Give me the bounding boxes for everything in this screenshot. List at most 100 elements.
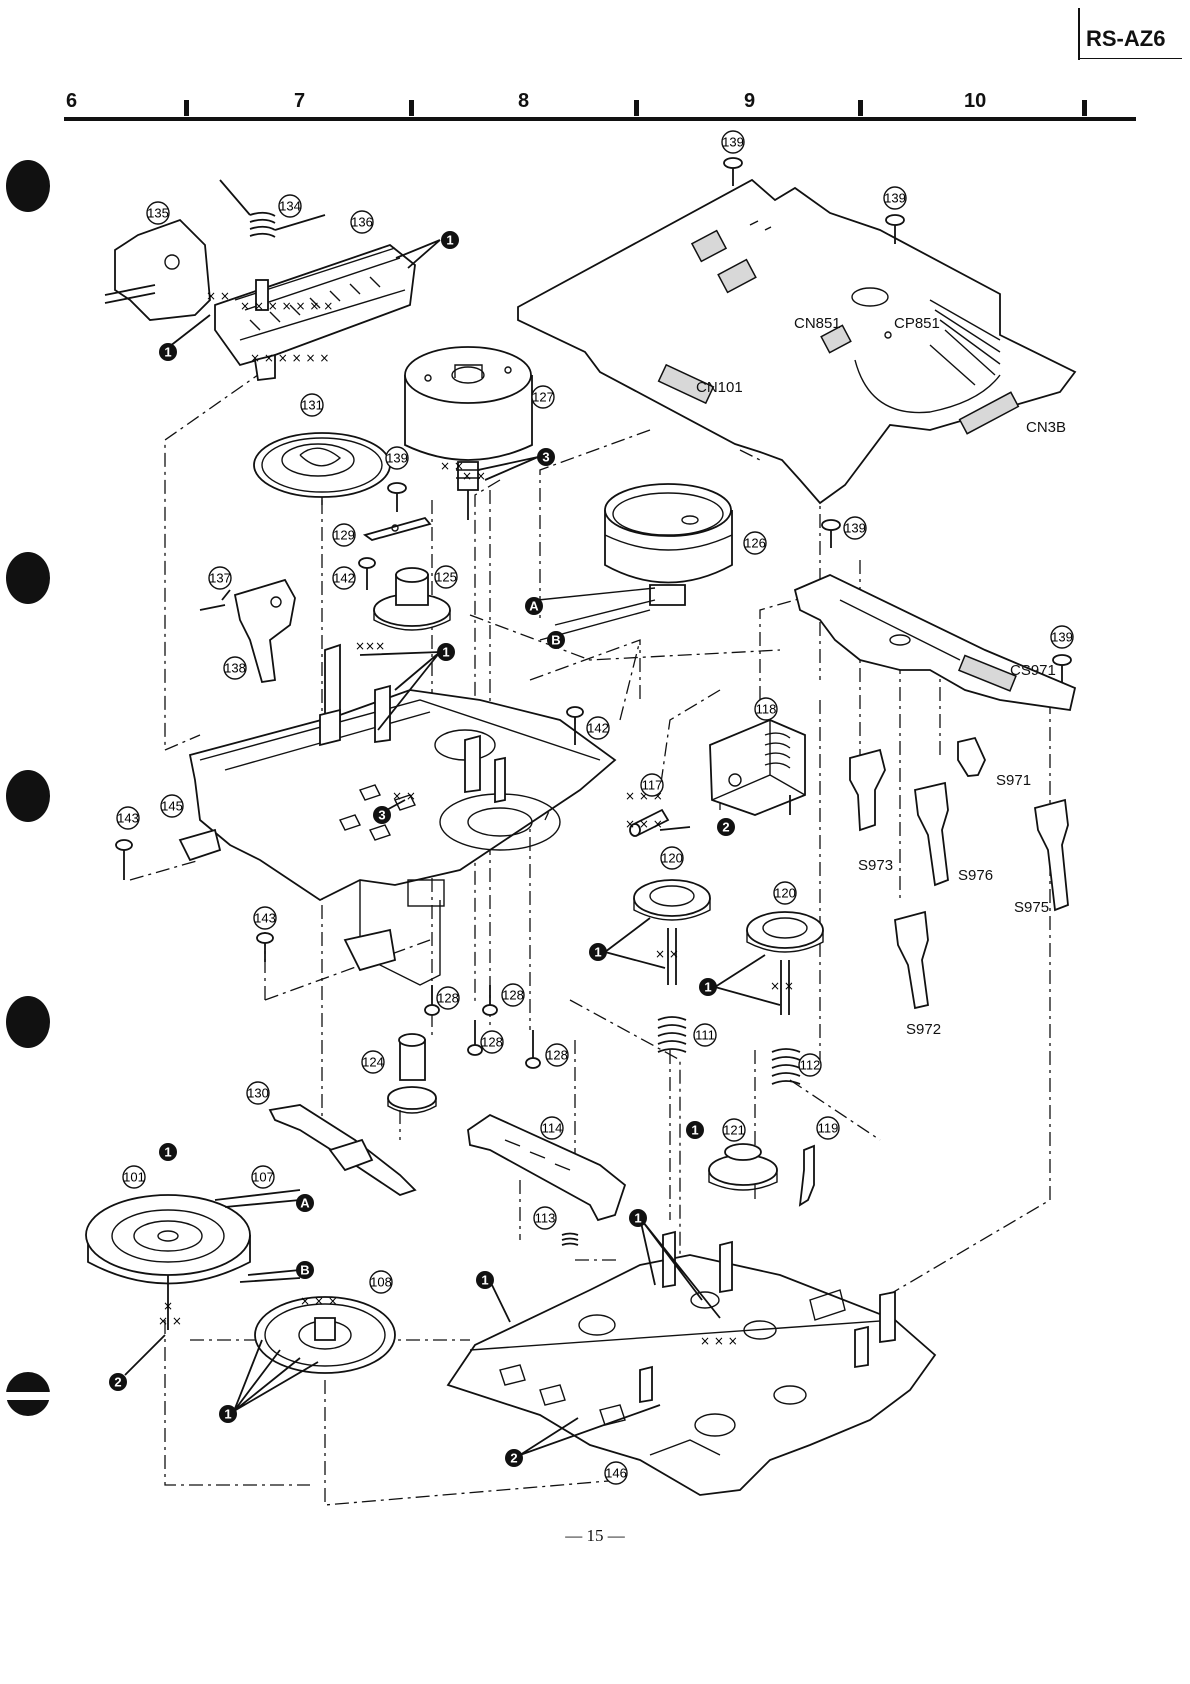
svg-text:2: 2	[722, 820, 729, 835]
callout-134: 134	[278, 194, 302, 218]
svg-text:3: 3	[378, 808, 385, 823]
spring-111	[657, 1016, 687, 1053]
svg-text:131: 131	[301, 398, 323, 413]
svg-text:1: 1	[164, 1145, 171, 1160]
svg-text:127: 127	[532, 390, 554, 405]
callout-107: 107	[251, 1165, 275, 1189]
svg-text:137: 137	[209, 571, 231, 586]
callout-146: 146	[604, 1461, 628, 1485]
zone-tick	[409, 100, 414, 116]
label-cp851: CP851	[894, 315, 940, 332]
ref-1-b: 1	[159, 343, 177, 361]
callout-136: 136	[350, 210, 374, 234]
zone-tick	[634, 100, 639, 116]
svg-text:130: 130	[247, 1086, 269, 1101]
svg-text:2: 2	[114, 1375, 121, 1390]
svg-text:× × ×: × × ×	[625, 817, 663, 831]
callout-139-a: 139	[721, 130, 745, 154]
ref-1-i: 1	[476, 1271, 494, 1289]
zone-number: 8	[518, 90, 530, 112]
ref-1-f: 1	[159, 1143, 177, 1161]
svg-text:× × ×: × × ×	[700, 1334, 738, 1348]
ref-1-c: 1	[437, 643, 455, 661]
svg-text:128: 128	[502, 988, 524, 1003]
flywheel-101	[85, 1189, 301, 1330]
binder-hole-cut	[4, 1392, 50, 1400]
screw-128-a	[424, 985, 440, 1016]
callout-124: 124	[361, 1050, 385, 1074]
svg-text:128: 128	[437, 991, 459, 1006]
flywheel-126	[537, 483, 733, 641]
screw-139-e	[1052, 654, 1072, 682]
screw-139-a	[723, 157, 743, 186]
label-cn3b: CN3B	[1026, 419, 1066, 436]
callout-119: 119	[816, 1116, 840, 1140]
svg-text:×: ×	[163, 1299, 173, 1313]
svg-text:139: 139	[844, 521, 866, 536]
lever-138	[199, 578, 296, 684]
arm-130	[268, 1104, 417, 1196]
switch-s972	[894, 910, 930, 1010]
binder-hole	[6, 996, 50, 1048]
svg-text:139: 139	[1051, 630, 1073, 645]
callout-101: 101	[122, 1165, 146, 1189]
screw-143-a	[115, 839, 133, 880]
svg-text:1: 1	[446, 233, 453, 248]
svg-text:124: 124	[362, 1055, 384, 1070]
binder-hole	[6, 160, 50, 212]
svg-text:143: 143	[117, 811, 139, 826]
svg-text:113: 113	[535, 1211, 556, 1226]
callout-139-d: 139	[843, 516, 867, 540]
svg-text:3: 3	[542, 450, 549, 465]
svg-text:× ×: × ×	[158, 1314, 182, 1328]
gear-108	[254, 1296, 396, 1374]
callouts: 139 139 135 134 136 127 131 139 139 126 …	[116, 130, 1074, 1485]
svg-text:B: B	[300, 1263, 309, 1278]
label-cn851: CN851	[794, 315, 841, 332]
label-s975: S975	[1014, 899, 1049, 916]
svg-text:129: 129	[333, 528, 355, 543]
svg-text:× ×: × ×	[655, 947, 679, 961]
binder-hole	[6, 552, 50, 604]
callout-142-b: 142	[586, 716, 610, 740]
switch-s976	[914, 781, 949, 887]
ref-1-h: 1	[629, 1209, 647, 1227]
screw-142-b	[566, 706, 584, 745]
callout-117: 117	[640, 773, 664, 797]
gear-131	[253, 432, 391, 505]
callout-128-c: 128	[480, 1030, 504, 1054]
svg-text:112: 112	[800, 1058, 821, 1073]
screw-128-b	[482, 985, 498, 1016]
svg-text:128: 128	[546, 1048, 568, 1063]
svg-text:139: 139	[722, 135, 744, 150]
switch-bracket	[793, 574, 1077, 777]
screw-143-b	[256, 932, 274, 962]
callout-125: 125	[434, 565, 458, 589]
ref-1-g: 1	[686, 1121, 704, 1139]
reel-gear-120-b	[746, 911, 824, 1015]
svg-text:× × ×: × × ×	[300, 1294, 338, 1308]
svg-text:× ×: × ×	[440, 459, 464, 473]
gear-121	[708, 1143, 778, 1191]
svg-text:1: 1	[224, 1407, 231, 1422]
callout-131: 131	[300, 393, 324, 417]
callout-143-a: 143	[116, 806, 140, 830]
svg-text:1: 1	[442, 645, 449, 660]
ref-1-a: 1	[441, 231, 459, 249]
ref-A-a: A	[525, 597, 543, 615]
svg-text:120: 120	[774, 886, 796, 901]
svg-text:126: 126	[744, 536, 766, 551]
svg-text:111: 111	[695, 1028, 715, 1043]
svg-text:× × × × × × ×: × × × × × × ×	[240, 299, 333, 313]
svg-text:× ×: × ×	[770, 979, 794, 993]
svg-text:142: 142	[333, 571, 355, 586]
screw-128-d	[525, 1030, 541, 1069]
screw-142-a	[358, 557, 376, 590]
callout-108: 108	[369, 1270, 393, 1294]
switch-s975	[1034, 798, 1069, 912]
svg-text:125: 125	[435, 570, 457, 585]
zone-tick	[184, 100, 189, 116]
svg-text:143: 143	[254, 911, 276, 926]
model-number: RS-AZ6	[1086, 26, 1166, 51]
ref-2-c: 2	[505, 1449, 523, 1467]
